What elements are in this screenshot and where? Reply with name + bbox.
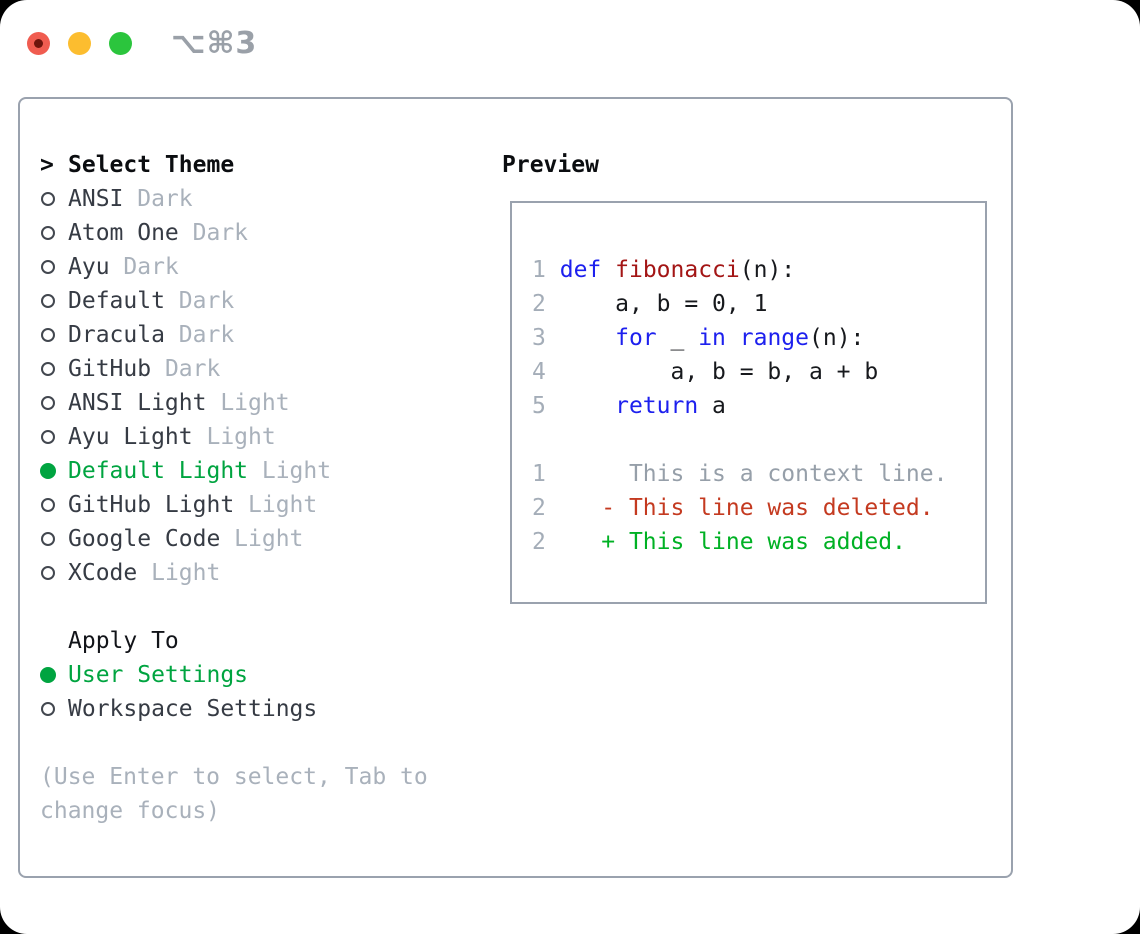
radio-icon xyxy=(41,430,55,444)
apply-option-label: User Settings xyxy=(68,662,249,688)
code-preview: 1 def fibonacci(n): 2 a, b = 0, 1 3 for _ … xyxy=(512,203,985,559)
theme-variant: Light xyxy=(234,526,304,552)
theme-name: GitHub Light xyxy=(68,492,235,518)
theme-option-ansi-light[interactable]: ANSI Light Light xyxy=(40,386,331,420)
theme-name: Google Code xyxy=(68,526,221,552)
theme-variant: Dark xyxy=(123,254,179,280)
diff-line-context: 1 This is a context line. xyxy=(532,457,985,491)
theme-option-github-light[interactable]: GitHub Light Light xyxy=(40,488,331,522)
close-dot-icon xyxy=(34,39,43,48)
theme-name: XCode xyxy=(68,560,138,586)
window-title: ⌥⌘3 xyxy=(171,26,258,61)
code-line: 2 a, b = 0, 1 xyxy=(532,291,768,317)
radio-icon xyxy=(41,328,55,342)
diff-line-deleted: 2 - This line was deleted. xyxy=(532,491,985,525)
code-line: 3 for _ in range(n): xyxy=(532,325,865,351)
line-number: 5 xyxy=(532,393,546,419)
radio-icon xyxy=(41,566,55,580)
theme-option-ansi[interactable]: ANSI Dark xyxy=(40,182,331,216)
theme-variant: Light xyxy=(220,390,290,416)
apply-option-workspace-settings[interactable]: Workspace Settings xyxy=(40,692,331,726)
theme-variant: Light xyxy=(206,424,276,450)
theme-variant: Dark xyxy=(178,288,235,314)
theme-name: ANSI Light xyxy=(68,390,207,416)
theme-name: Default Light xyxy=(68,458,249,484)
theme-option-atom-one[interactable]: Atom One Dark xyxy=(40,216,331,250)
theme-option-github[interactable]: GitHub Dark xyxy=(40,352,331,386)
theme-option-ayu-light[interactable]: Ayu Light Light xyxy=(40,420,331,454)
theme-variant: Light xyxy=(261,458,332,484)
theme-option-xcode[interactable]: XCode Light xyxy=(40,556,331,590)
theme-variant: Dark xyxy=(192,220,249,246)
apply-option-user-settings[interactable]: User Settings xyxy=(40,658,331,692)
diff-text: + This line was added. xyxy=(545,529,906,555)
radio-icon xyxy=(41,702,55,716)
minimize-button[interactable] xyxy=(68,32,91,55)
theme-name: Ayu Light xyxy=(68,424,193,450)
line-number: 2 xyxy=(532,291,546,317)
radio-icon xyxy=(41,498,55,512)
theme-variant: Light xyxy=(248,492,318,518)
line-number: 3 xyxy=(532,325,546,351)
apply-to-heading: Apply To xyxy=(40,624,331,658)
line-number: 1 xyxy=(532,257,546,283)
prompt-icon: > xyxy=(40,152,54,178)
preview-pane: 1 def fibonacci(n): 2 a, b = 0, 1 3 for _ … xyxy=(510,201,987,604)
theme-variant: Dark xyxy=(137,186,193,212)
theme-option-google-code[interactable]: Google Code Light xyxy=(40,522,331,556)
spacer-row xyxy=(40,590,331,624)
theme-name: ANSI xyxy=(68,186,124,212)
theme-name: Atom One xyxy=(68,220,179,246)
theme-name: Default xyxy=(68,288,165,314)
theme-variant: Dark xyxy=(164,356,221,382)
radio-icon xyxy=(41,226,55,240)
theme-name: Dracula xyxy=(68,322,165,348)
diff-text: This is a context line. xyxy=(545,461,948,487)
line-number: 2 xyxy=(532,495,546,521)
code-line: 5 return a xyxy=(532,393,726,419)
radio-icon xyxy=(41,396,55,410)
blank-line xyxy=(532,423,985,457)
theme-option-dracula[interactable]: Dracula Dark xyxy=(40,318,331,352)
radio-icon xyxy=(41,260,55,274)
theme-option-ayu[interactable]: Ayu Dark xyxy=(40,250,331,284)
close-button[interactable] xyxy=(27,32,50,55)
radio-icon xyxy=(41,362,55,376)
help-text: (Use Enter to select, Tab to change focu… xyxy=(40,764,428,824)
titlebar: ⌥⌘3 xyxy=(27,26,257,61)
line-number: 2 xyxy=(532,529,546,555)
apply-option-label: Workspace Settings xyxy=(68,696,318,722)
line-number: 4 xyxy=(532,359,546,385)
code-line: 4 a, b = b, a + b xyxy=(532,359,879,385)
theme-option-default[interactable]: Default Dark xyxy=(40,284,331,318)
select-theme-heading: > Select Theme xyxy=(40,148,331,182)
radio-icon xyxy=(40,667,56,683)
radio-icon xyxy=(41,192,55,206)
select-theme-heading-label: Select Theme xyxy=(68,152,235,178)
radio-icon xyxy=(41,532,55,546)
theme-option-default-light[interactable]: Default Light Light xyxy=(40,454,331,488)
radio-icon xyxy=(40,463,56,479)
maximize-button[interactable] xyxy=(109,32,132,55)
theme-variant: Light xyxy=(151,560,221,586)
diff-line-added: 2 + This line was added. xyxy=(532,525,985,559)
theme-variant: Dark xyxy=(178,322,235,348)
line-number: 1 xyxy=(532,461,546,487)
code-line: 1 def fibonacci(n): xyxy=(532,257,796,283)
diff-text: - This line was deleted. xyxy=(545,495,934,521)
preview-heading: Preview xyxy=(502,152,599,178)
radio-icon xyxy=(41,294,55,308)
theme-name: GitHub xyxy=(68,356,152,382)
theme-name: Ayu xyxy=(68,254,110,280)
apply-to-heading-label: Apply To xyxy=(68,628,179,654)
